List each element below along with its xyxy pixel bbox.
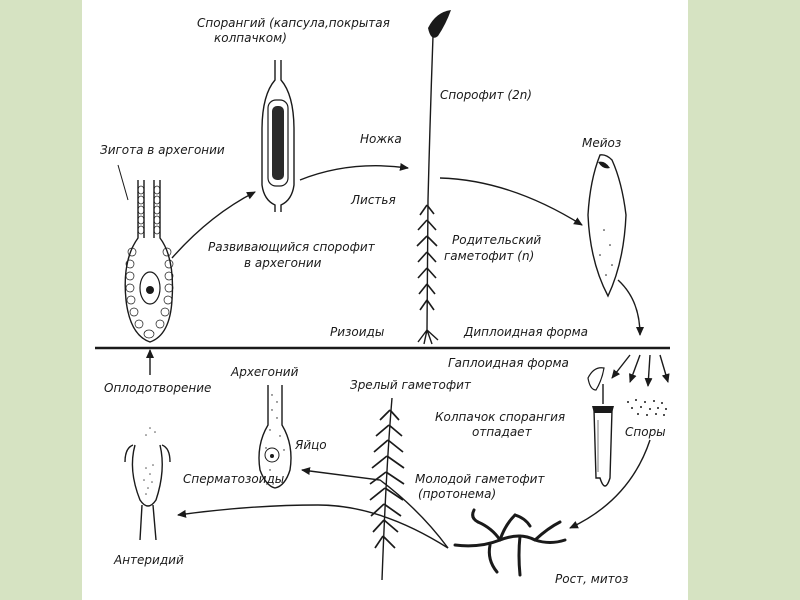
- label-stalk: Ножка: [360, 132, 402, 146]
- zygote-pointer: [117, 164, 129, 201]
- spore-arrow-3: [644, 354, 653, 387]
- label-antheridium: Антеридий: [114, 553, 184, 567]
- label-cap-line1: Колпачок спорангия: [435, 410, 566, 424]
- label-young-line2: (протонема): [418, 487, 497, 501]
- label-leaves: Листья: [351, 193, 396, 207]
- label-developing-line2: в архегонии: [244, 256, 322, 270]
- label-diploid: Диплоидная форма: [464, 325, 588, 339]
- sporophyte-plant: [416, 10, 451, 345]
- arrow-meiosis-down: [617, 279, 644, 336]
- spores-cloud: [627, 399, 667, 416]
- spore-arrow-4: [659, 354, 670, 383]
- label-cap-line2: отпадает: [472, 425, 532, 439]
- label-zygote: Зигота в архегонии: [100, 143, 225, 157]
- protonema: [453, 508, 567, 577]
- spore-arrow-1: [611, 354, 631, 379]
- label-sporangium-line2: колпачком): [214, 31, 287, 45]
- meiosis-capsule: [587, 154, 627, 298]
- arrow-spores-to-protonema: [569, 439, 651, 529]
- label-growth: Рост, митоз: [555, 572, 629, 586]
- label-parent-line1: Родительский: [452, 233, 542, 247]
- label-haploid: Гаплоидная форма: [448, 356, 569, 370]
- cycle-arrows: [146, 162, 670, 549]
- label-sporophyte: Спорофит (2n): [440, 88, 532, 102]
- arrow-protonema-to-archegonium: [301, 467, 449, 549]
- label-parent-line2: гаметофит (n): [444, 249, 535, 263]
- antheridium: [124, 427, 171, 541]
- archegonium-egg: [258, 385, 292, 489]
- arrow-protonema-to-antheridium: [177, 504, 449, 549]
- label-rhizoids: Ризоиды: [330, 325, 385, 339]
- mature-gametophyte: [369, 397, 405, 581]
- label-egg: Яйцо: [295, 438, 327, 452]
- label-young-line1: Молодой гаметофит: [415, 472, 545, 486]
- capsule-with-falling-cap: [587, 367, 614, 487]
- arrow-developing-to-sporophyte: [299, 162, 409, 181]
- arrow-zygote-to-developing: [171, 191, 256, 259]
- label-spores: Споры: [625, 425, 666, 439]
- spore-arrow-2: [629, 354, 641, 383]
- developing-sporophyte: [261, 60, 295, 212]
- label-mature: Зрелый гаметофит: [350, 378, 471, 392]
- zygote-archegonium: [124, 180, 174, 343]
- label-sporangium-line1: Спорангий (капсула,покрытая: [197, 16, 390, 30]
- label-developing-line1: Развивающийся спорофит: [208, 240, 375, 254]
- label-sperm: Сперматозоиды: [183, 472, 285, 486]
- label-fertilization: Оплодотворение: [104, 381, 212, 395]
- arrow-sporophyte-to-meiosis: [439, 177, 583, 226]
- label-meiosis: Мейоз: [582, 136, 622, 150]
- label-archegonium: Архегоний: [231, 365, 299, 379]
